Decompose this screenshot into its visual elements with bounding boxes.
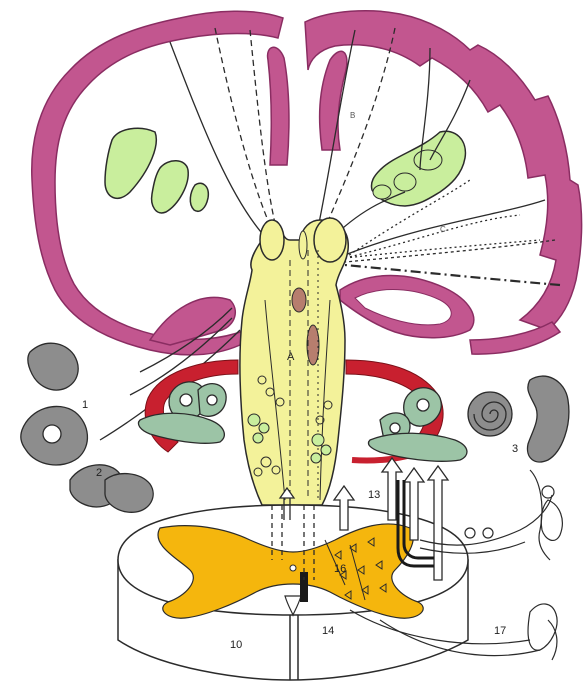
right-colliculus <box>314 218 346 262</box>
outer-ear-organ <box>527 376 568 462</box>
label-16: 16 <box>334 563 346 575</box>
label-1: 1 <box>82 399 88 411</box>
label-2: 2 <box>96 467 102 479</box>
left-colliculus <box>260 220 284 260</box>
muscle-organ <box>541 500 562 540</box>
label-3: 3 <box>512 443 518 455</box>
cochlea-organ <box>468 392 512 436</box>
label-17: 17 <box>494 625 506 637</box>
right-labyrinth <box>368 388 467 462</box>
label-B: B <box>350 111 355 120</box>
taste-organ-2 <box>105 474 153 513</box>
left-green-nucleus-2 <box>152 161 189 213</box>
label-C: C <box>440 225 446 234</box>
olfactory-organ <box>28 343 78 390</box>
label-14: 14 <box>322 625 334 637</box>
label-13: 13 <box>368 489 380 501</box>
left-green-nucleus-1 <box>105 128 156 198</box>
label-10: 10 <box>230 639 242 651</box>
label-A: A <box>287 351 295 363</box>
brown-nucleus-lower <box>307 325 319 365</box>
brown-nucleus-upper <box>292 288 306 312</box>
left-green-nucleus-3 <box>190 183 208 211</box>
